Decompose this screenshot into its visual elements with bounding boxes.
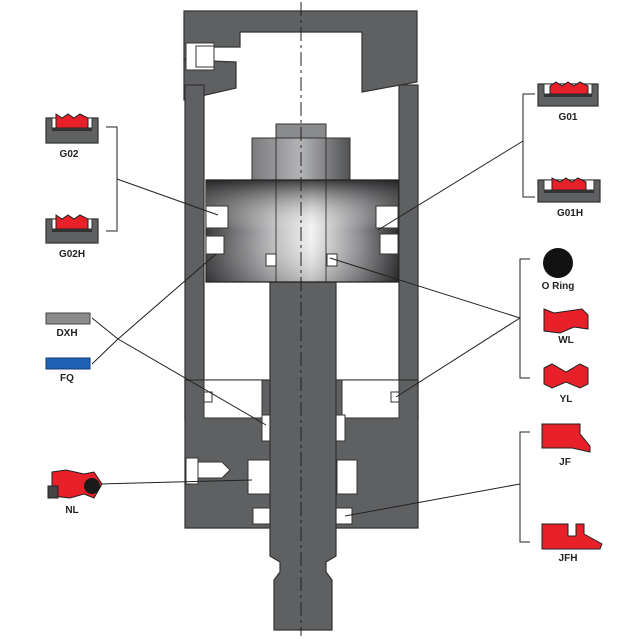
seal-fq [45,357,91,370]
label-g02: G02 [60,149,79,160]
piston-rod [269,281,337,631]
seal-yl [543,363,589,389]
label-oring: O Ring [542,281,575,292]
label-g01h: G01H [557,208,583,219]
label-g01: G01 [559,112,578,123]
barrel-wall-left [184,84,205,421]
seal-oring [543,248,573,278]
label-nl: NL [65,505,78,516]
seal-g02h [45,214,99,244]
cylinder-assembly [183,2,419,636]
seal-jf [541,423,591,453]
label-jf: JF [559,457,571,468]
label-g02h: G02H [59,249,85,260]
seal-wl [543,308,589,334]
seal-g01h [537,177,601,203]
label-yl: YL [560,394,573,405]
leader-lines [91,93,535,543]
label-wl: WL [558,335,574,346]
seal-jfh [541,523,603,550]
seal-g02 [45,113,99,144]
label-fq: FQ [60,373,74,384]
port-fitting [185,457,199,485]
piston [205,179,399,283]
seal-g01 [537,81,599,107]
label-jfh: JFH [559,553,578,564]
barrel-wall-right [398,84,419,421]
label-dxh: DXH [56,328,77,339]
seal-dxh [45,312,91,325]
seal-nl [47,469,103,499]
